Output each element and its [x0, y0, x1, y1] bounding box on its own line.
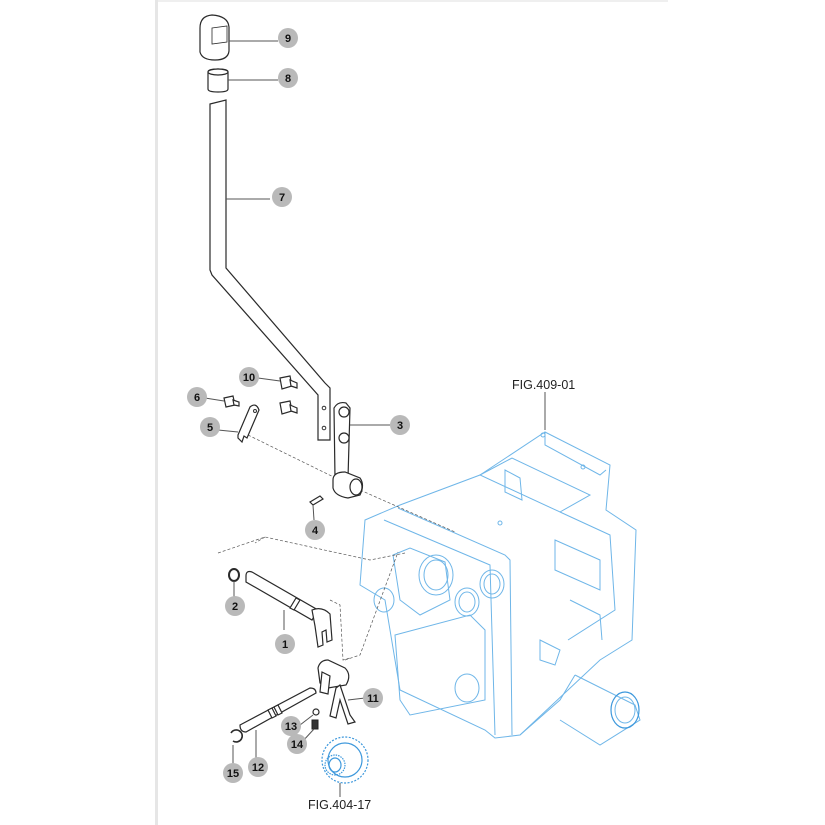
frame-top-border	[158, 0, 668, 2]
lever-arm-part[interactable]	[332, 401, 364, 499]
assembly-line-plate	[247, 434, 456, 533]
bolt-part-lower[interactable]	[279, 400, 298, 415]
spring-part[interactable]	[311, 719, 319, 730]
shift-fork-part[interactable]	[317, 659, 356, 725]
svg-text:11: 11	[367, 693, 379, 705]
plate-part[interactable]	[237, 404, 260, 444]
seal-part[interactable]	[228, 568, 240, 582]
callout-12[interactable]: 12	[248, 757, 268, 777]
callout-4[interactable]: 4	[305, 520, 325, 540]
svg-text:3: 3	[397, 420, 403, 432]
snap-ring-part[interactable]	[230, 729, 244, 743]
ball-part[interactable]	[312, 708, 320, 716]
callout-14[interactable]: 14	[287, 734, 307, 754]
svg-text:9: 9	[285, 33, 291, 45]
transmission-housing[interactable]	[359, 431, 641, 746]
svg-text:8: 8	[285, 73, 291, 85]
svg-text:13: 13	[285, 721, 297, 733]
gear[interactable]	[321, 736, 369, 784]
svg-text:7: 7	[279, 192, 285, 204]
callout-5[interactable]: 5	[200, 417, 220, 437]
assembly-line-fork	[329, 599, 351, 661]
svg-text:1: 1	[282, 639, 288, 651]
callout-13[interactable]: 13	[281, 716, 301, 736]
knob-part[interactable]	[199, 14, 230, 61]
cap-part[interactable]	[207, 68, 229, 93]
fork-shaft-part[interactable]	[239, 687, 317, 733]
callout-15[interactable]: 15	[223, 763, 243, 783]
frame-left-border	[155, 0, 158, 825]
callout-6[interactable]: 6	[187, 387, 207, 407]
callout-9[interactable]: 9	[278, 28, 298, 48]
shift-shaft-part[interactable]	[245, 570, 333, 648]
callout-3[interactable]: 3	[390, 415, 410, 435]
svg-text:15: 15	[227, 768, 239, 780]
svg-text:5: 5	[207, 422, 213, 434]
assembly-line-shaft	[217, 536, 406, 561]
bolt-part-upper[interactable]	[279, 375, 298, 390]
svg-text:6: 6	[194, 392, 200, 404]
svg-text:12: 12	[252, 762, 264, 774]
svg-text:2: 2	[232, 601, 238, 613]
callout-10[interactable]: 10	[239, 367, 259, 387]
callout-8[interactable]: 8	[278, 68, 298, 88]
shift-lever-part[interactable]	[209, 99, 331, 441]
svg-text:4: 4	[312, 525, 319, 537]
callout-2[interactable]: 2	[225, 596, 245, 616]
svg-text:10: 10	[243, 372, 255, 384]
svg-text:14: 14	[291, 739, 304, 751]
callout-7[interactable]: 7	[272, 187, 292, 207]
callout-11[interactable]: 11	[363, 688, 383, 708]
pin-part[interactable]	[309, 495, 324, 506]
bolt-part-small[interactable]	[223, 395, 240, 408]
gear-reference-label[interactable]: FIG.404-17	[308, 798, 371, 812]
housing-reference-label[interactable]: FIG.409-01	[512, 378, 575, 392]
callout-1[interactable]: 1	[275, 634, 295, 654]
